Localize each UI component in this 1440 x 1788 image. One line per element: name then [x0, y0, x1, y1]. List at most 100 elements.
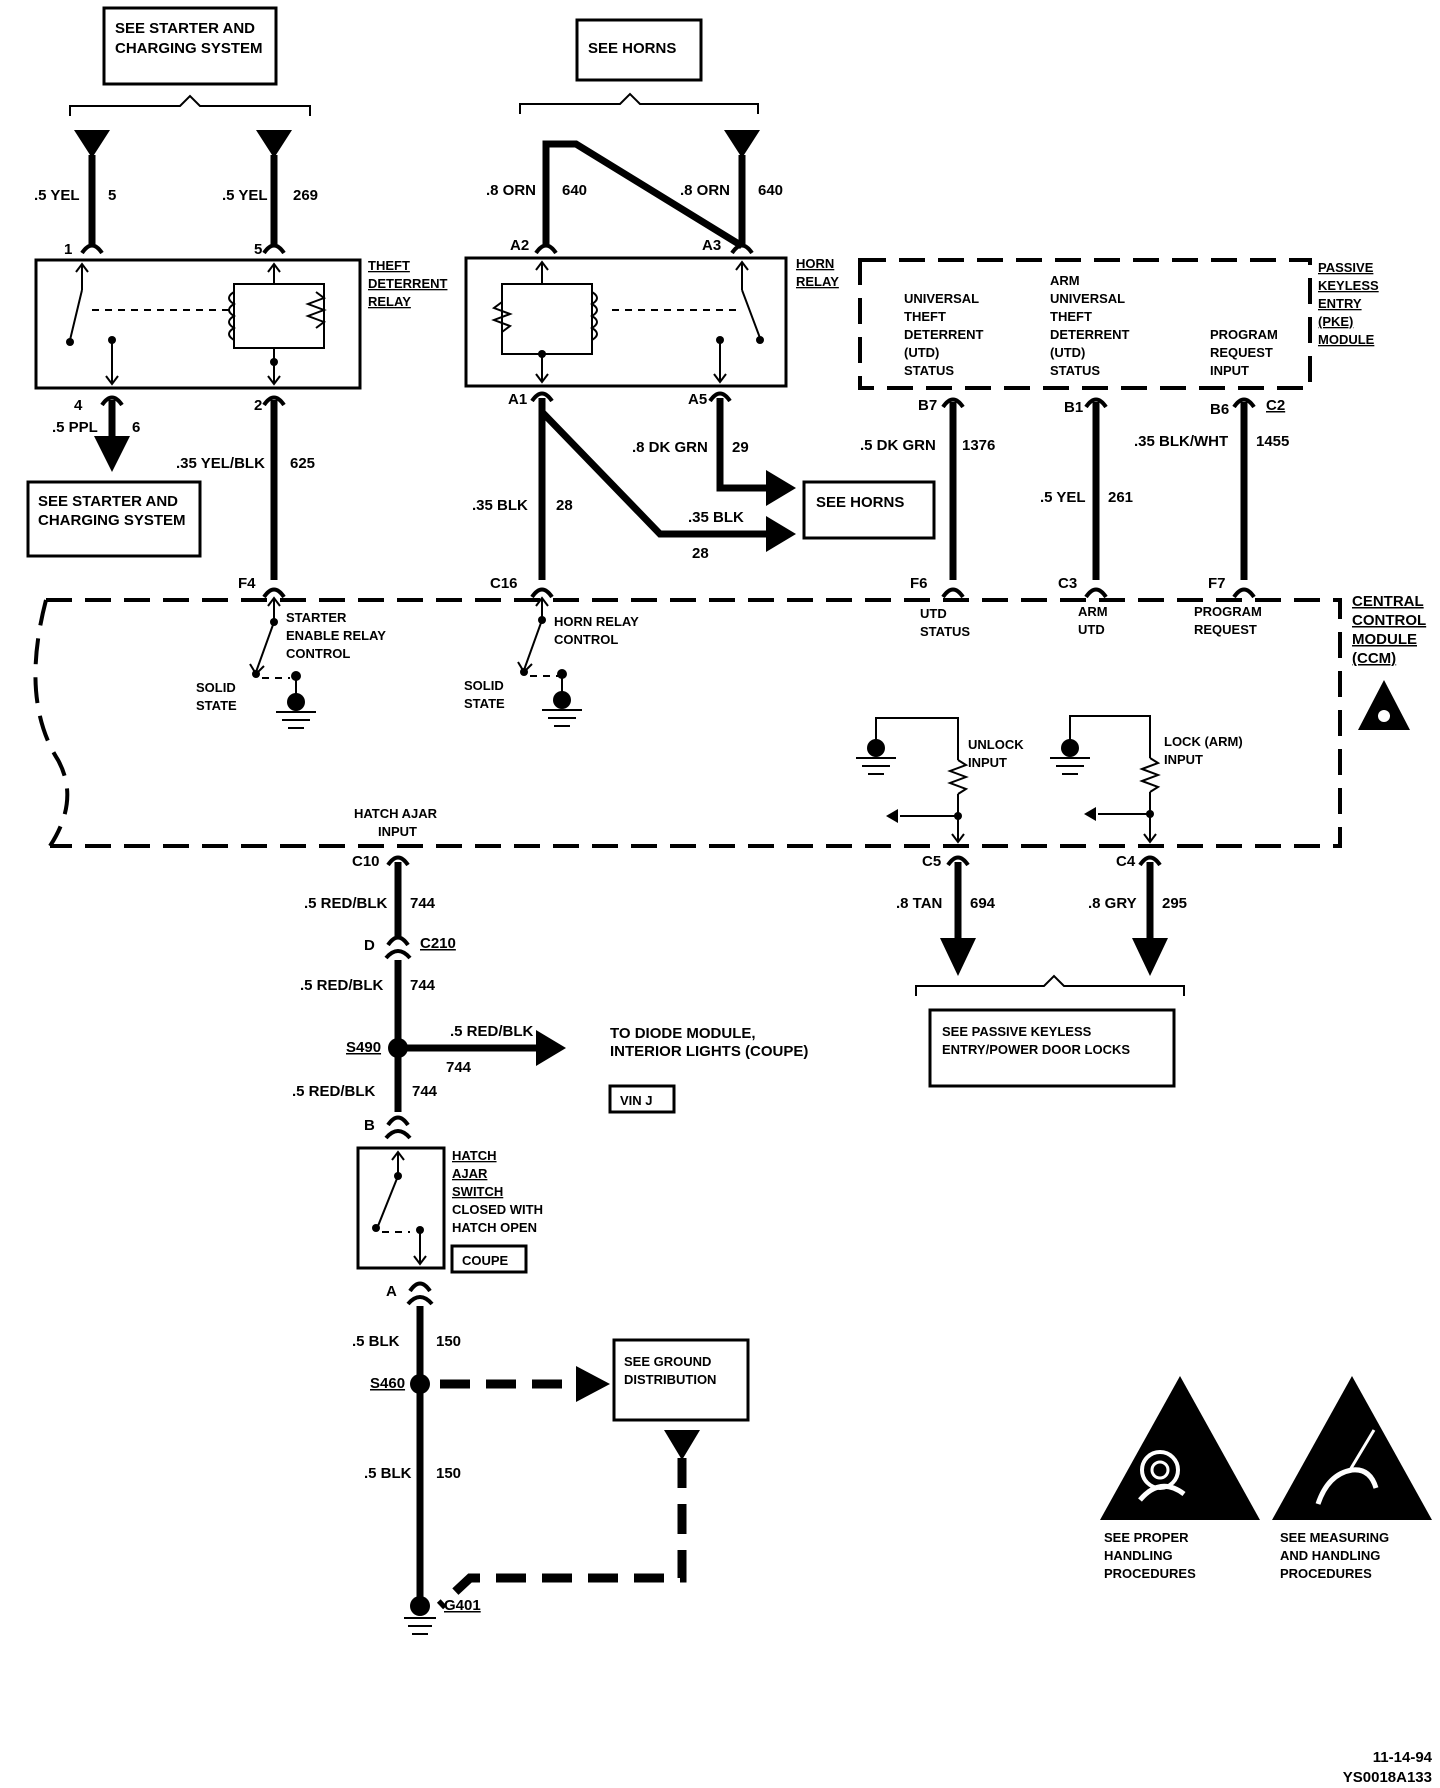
svg-text:KEYLESS: KEYLESS — [1318, 278, 1379, 293]
pke-outputs: B7 B1 B6 C2 .5 DK GRN 1376 .5 YEL 261 .3… — [860, 397, 1289, 580]
ccm-lock-outputs: C5 C4 .8 TAN 694 .8 GRY 295 SEE PASSIVE … — [896, 853, 1187, 1088]
svg-text:F4: F4 — [238, 575, 256, 592]
svg-text:744: 744 — [410, 895, 436, 912]
svg-text:.5 PPL: .5 PPL — [52, 419, 98, 436]
svg-text:PROGRAM: PROGRAM — [1194, 604, 1262, 619]
svg-text:A3: A3 — [702, 237, 721, 254]
svg-text:MODULE: MODULE — [1318, 332, 1375, 347]
svg-text:AJAR: AJAR — [452, 1166, 488, 1181]
svg-text:HORN: HORN — [796, 256, 834, 271]
warning-proper-handling: SEE PROPER HANDLING PROCEDURES — [1100, 1376, 1260, 1581]
svg-text:STATUS: STATUS — [904, 363, 954, 378]
airbag-warning-icon — [1100, 1376, 1260, 1520]
svg-text:SEE MEASURING: SEE MEASURING — [1280, 1530, 1389, 1545]
svg-text:.5 RED/BLK: .5 RED/BLK — [292, 1083, 376, 1100]
svg-text:11-14-94: 11-14-94 — [1373, 1749, 1433, 1766]
ref-horns-top: SEE HORNS — [519, 18, 759, 114]
svg-text:ENTRY: ENTRY — [1318, 296, 1362, 311]
svg-text:TO DIODE MODULE,: TO DIODE MODULE, — [610, 1025, 756, 1042]
svg-text:SOLID: SOLID — [196, 680, 236, 695]
theft-deterrent-relay: 1 5 .5 YEL 5 .5 YEL 269 THEFT DETERRENT … — [34, 155, 448, 390]
svg-text:PROCEDURES: PROCEDURES — [1280, 1566, 1372, 1581]
footer: 11-14-94 YS0018A133 — [1343, 1749, 1433, 1786]
svg-text:UNIVERSAL: UNIVERSAL — [904, 291, 979, 306]
svg-text:THEFT: THEFT — [368, 258, 410, 273]
svg-text:D: D — [364, 937, 375, 954]
svg-text:HATCH OPEN: HATCH OPEN — [452, 1220, 537, 1235]
svg-text:STATE: STATE — [196, 698, 237, 713]
svg-text:625: 625 — [290, 455, 315, 472]
feed-triangles — [74, 130, 760, 158]
svg-text:269: 269 — [293, 187, 318, 204]
svg-text:.5 RED/BLK: .5 RED/BLK — [304, 895, 388, 912]
svg-text:28: 28 — [556, 497, 573, 514]
svg-text:295: 295 — [1162, 895, 1187, 912]
svg-text:COUPE: COUPE — [462, 1253, 509, 1268]
svg-text:.35 BLK/WHT: .35 BLK/WHT — [1134, 433, 1228, 450]
ref-starter-charging-top: SEE STARTER AND CHARGING SYSTEM — [69, 6, 311, 116]
svg-text:SEE PROPER: SEE PROPER — [1104, 1530, 1189, 1545]
svg-text:ENTRY/POWER DOOR LOCKS: ENTRY/POWER DOOR LOCKS — [942, 1042, 1130, 1057]
svg-text:.8 TAN: .8 TAN — [896, 895, 942, 912]
svg-text:SOLID: SOLID — [464, 678, 504, 693]
svg-text:5: 5 — [254, 241, 262, 258]
svg-text:ENABLE RELAY: ENABLE RELAY — [286, 628, 386, 643]
svg-text:4: 4 — [74, 397, 83, 414]
svg-text:INTERIOR LIGHTS (COUPE): INTERIOR LIGHTS (COUPE) — [610, 1043, 808, 1060]
svg-text:THEFT: THEFT — [904, 309, 946, 324]
svg-text:STARTER: STARTER — [286, 610, 347, 625]
svg-text:B7: B7 — [918, 397, 937, 414]
svg-text:VIN J: VIN J — [620, 1093, 653, 1108]
svg-text:.5 RED/BLK: .5 RED/BLK — [300, 977, 384, 994]
svg-text:S490: S490 — [346, 1039, 381, 1056]
svg-text:29: 29 — [732, 439, 749, 456]
svg-text:A1: A1 — [508, 391, 527, 408]
svg-text:A5: A5 — [688, 391, 707, 408]
svg-text:1455: 1455 — [1256, 433, 1289, 450]
svg-text:UNLOCK: UNLOCK — [968, 737, 1024, 752]
svg-text:SEE STARTER AND: SEE STARTER AND — [38, 493, 178, 510]
svg-text:C210: C210 — [420, 935, 456, 952]
svg-text:.5 YEL: .5 YEL — [34, 187, 80, 204]
svg-text:694: 694 — [970, 895, 996, 912]
svg-text:SEE STARTER AND: SEE STARTER AND — [115, 20, 255, 37]
svg-text:DETERRENT: DETERRENT — [368, 276, 448, 291]
svg-text:150: 150 — [436, 1333, 461, 1350]
svg-text:SEE PASSIVE KEYLESS: SEE PASSIVE KEYLESS — [942, 1024, 1092, 1039]
svg-text:CONTROL: CONTROL — [554, 632, 618, 647]
svg-text:INPUT: INPUT — [1164, 752, 1203, 767]
svg-text:28: 28 — [692, 545, 709, 562]
svg-text:INPUT: INPUT — [968, 755, 1007, 770]
svg-text:.5 YEL: .5 YEL — [222, 187, 268, 204]
central-control-module: CENTRAL CONTROL MODULE (CCM) F4 C16 F6 C… — [33, 575, 1426, 848]
svg-text:PASSIVE: PASSIVE — [1318, 260, 1374, 275]
svg-text:THEFT: THEFT — [1050, 309, 1092, 324]
svg-text:1: 1 — [64, 241, 72, 258]
svg-text:6: 6 — [132, 419, 140, 436]
svg-text:744: 744 — [410, 977, 436, 994]
svg-text:INPUT: INPUT — [1210, 363, 1249, 378]
svg-text:640: 640 — [758, 182, 783, 199]
svg-text:HORN RELAY: HORN RELAY — [554, 614, 639, 629]
svg-text:HANDLING: HANDLING — [1104, 1548, 1173, 1563]
svg-text:PROGRAM: PROGRAM — [1210, 327, 1278, 342]
svg-text:(UTD): (UTD) — [904, 345, 939, 360]
svg-text:CHARGING SYSTEM: CHARGING SYSTEM — [115, 40, 263, 57]
svg-text:STATUS: STATUS — [920, 624, 970, 639]
svg-text:DETERRENT: DETERRENT — [1050, 327, 1130, 342]
svg-text:640: 640 — [562, 182, 587, 199]
svg-text:.8 GRY: .8 GRY — [1088, 895, 1137, 912]
svg-text:REQUEST: REQUEST — [1194, 622, 1257, 637]
horn-relay: A2 A3 .8 ORN 640 .8 ORN 640 HORN RELAY — [464, 140, 839, 388]
svg-text:B1: B1 — [1064, 399, 1083, 416]
svg-text:HATCH: HATCH — [452, 1148, 497, 1163]
pke-module: UNIVERSAL THEFT DETERRENT (UTD) STATUS A… — [858, 258, 1379, 390]
svg-text:C4: C4 — [1116, 853, 1136, 870]
svg-text:1376: 1376 — [962, 437, 995, 454]
svg-text:C16: C16 — [490, 575, 518, 592]
svg-text:2: 2 — [254, 397, 262, 414]
svg-text:UNIVERSAL: UNIVERSAL — [1050, 291, 1125, 306]
svg-text:F7: F7 — [1208, 575, 1226, 592]
svg-text:.35 BLK: .35 BLK — [688, 509, 744, 526]
svg-text:.35 BLK: .35 BLK — [472, 497, 528, 514]
